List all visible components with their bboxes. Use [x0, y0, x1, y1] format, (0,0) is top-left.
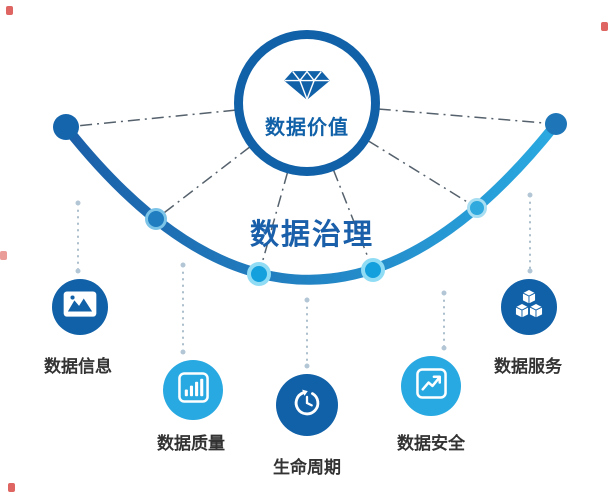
hub-label: 数据价值: [265, 116, 349, 139]
data-security-label: 数据安全: [397, 434, 465, 453]
arc-endpoint-left: [53, 114, 79, 140]
data-service-label: 数据服务: [494, 357, 562, 376]
lifecycle-label: 生命周期: [273, 458, 341, 477]
data-quality-label: 数据质量: [157, 434, 225, 453]
arc-node-1: [145, 208, 167, 230]
data-info-node: [52, 279, 108, 335]
lifecycle-node: [276, 374, 338, 436]
data-service-node: [501, 279, 557, 335]
data-info-label: 数据信息: [44, 357, 112, 376]
connector-end-dots: [75, 192, 533, 369]
cubes-icon: [510, 288, 548, 327]
diamond-icon: [282, 67, 332, 108]
dotted-connectors: [77, 195, 531, 366]
data-value-hub: 数据价值: [234, 30, 380, 176]
trend-up-icon: [415, 368, 447, 404]
watermark-fragment: [6, 6, 13, 15]
watermark-fragment: [0, 251, 7, 260]
watermark-fragment: [601, 22, 608, 31]
data-quality-node: [163, 360, 223, 420]
area-chart-icon: [63, 290, 97, 324]
main-arc: [61, 119, 561, 285]
center-title: 数据治理: [249, 219, 375, 251]
bar-chart-icon: [177, 372, 209, 408]
arc-node-2: [247, 262, 271, 286]
arc-node-4: [467, 198, 487, 218]
arc-node-3: [361, 258, 385, 282]
arc-endpoint-right: [545, 113, 567, 135]
lifecycle-arrow-icon: [289, 385, 325, 426]
watermark-fragment: [8, 483, 15, 492]
data-security-node: [401, 356, 461, 416]
